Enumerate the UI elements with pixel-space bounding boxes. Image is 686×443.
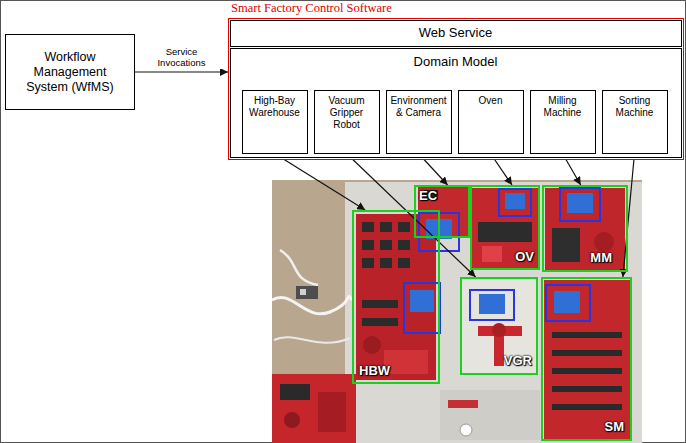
- connector-arrow: [275, 154, 366, 211]
- factory-photo: [384, 350, 428, 374]
- node-label: High-Bay Warehouse: [245, 95, 305, 119]
- factory-photo: [274, 337, 350, 343]
- component-box: Oven: [458, 90, 524, 154]
- region-label: OV: [515, 249, 534, 265]
- controller-outline: [546, 285, 590, 321]
- controller-outline: [404, 283, 440, 333]
- photo-region-box: OV: [470, 185, 540, 270]
- factory-photo: [552, 350, 622, 356]
- factory-photo: [398, 222, 410, 232]
- connector-arrow: [135, 71, 228, 72]
- factory-photo: [552, 368, 622, 374]
- factory-photo: [448, 400, 478, 408]
- factory-photo: [300, 289, 306, 295]
- factory-photo: [440, 390, 540, 440]
- controller-screen: [479, 294, 505, 314]
- service-layer-box: Web Service: [230, 20, 682, 47]
- node-label: Sorting Machine: [605, 95, 665, 119]
- factory-photo: [545, 188, 625, 270]
- factory-photo: [362, 258, 374, 268]
- controller-screen: [505, 193, 525, 209]
- factory-photo: [552, 386, 622, 392]
- component-box: Environment & Camera: [386, 90, 452, 154]
- region-label: EC: [419, 188, 437, 204]
- node-label: Workflow Management System (WfMS): [12, 50, 128, 95]
- factory-photo: [460, 424, 472, 436]
- factory-photo: [362, 222, 374, 232]
- region-label: MM: [590, 250, 612, 266]
- factory-photo: [272, 374, 356, 443]
- connector-arrow: [347, 154, 476, 278]
- system-box: Workflow Management System (WfMS): [5, 34, 135, 110]
- node-label: Domain Model: [414, 54, 498, 70]
- node-label: Vacuum Gripper Robot: [317, 95, 377, 131]
- factory-photo: [552, 332, 622, 410]
- photo-region-box: MM: [542, 185, 628, 272]
- factory-photo: [492, 323, 506, 337]
- controller-screen: [554, 291, 580, 313]
- region-label: HBW: [359, 363, 390, 379]
- factory-photo: [544, 280, 630, 441]
- component-box: High-Bay Warehouse: [242, 90, 308, 154]
- frame-title: Smart Factory Control Software: [231, 1, 392, 16]
- domain-model-box: Domain ModelHigh-Bay Warehouse Vacuum Gri…: [230, 48, 682, 158]
- factory-photo: [356, 214, 436, 380]
- factory-photo: [362, 318, 398, 326]
- photo-region-box: EC: [414, 185, 470, 238]
- factory-photo: [552, 228, 580, 262]
- factory-photo: [552, 404, 622, 410]
- factory-photo: [482, 246, 502, 262]
- factory-photo: [363, 336, 381, 354]
- factory-photo: [296, 286, 318, 299]
- factory-photo: [380, 222, 392, 232]
- factory-photo: [284, 412, 300, 428]
- region-label: VGR: [504, 353, 532, 369]
- controller-screen: [567, 193, 593, 213]
- controller-screen: [410, 290, 434, 312]
- factory-photo: [280, 250, 318, 285]
- factory-photo: [280, 384, 310, 400]
- factory-photo: [594, 232, 614, 252]
- factory-photo: [398, 258, 410, 268]
- node-label: Milling Machine: [533, 95, 593, 119]
- factory-photo: [362, 222, 410, 326]
- factory-photo: [362, 240, 374, 250]
- factory-photo: [472, 188, 538, 268]
- controller-outline: [560, 188, 600, 221]
- node-label: Environment & Camera: [389, 95, 449, 119]
- edge-label: Service Invocations: [141, 47, 223, 69]
- factory-photo: [272, 180, 642, 443]
- region-label: SM: [605, 419, 625, 435]
- factory-photo: [318, 392, 346, 432]
- photo-region-box: VGR: [460, 277, 538, 375]
- component-box: Vacuum Gripper Robot: [314, 90, 380, 154]
- component-box: Sorting Machine: [602, 90, 668, 154]
- factory-photo: [362, 300, 398, 308]
- factory-photo: [478, 222, 532, 242]
- controller-outline: [499, 189, 531, 216]
- connector-arrow: [623, 154, 635, 278]
- factory-photo: [462, 280, 536, 373]
- node-label: Web Service: [419, 25, 492, 41]
- factory-photo: [380, 258, 392, 268]
- photo-region-box: SM: [541, 277, 632, 441]
- factory-photo: [494, 336, 504, 366]
- software-frame: Smart Factory Control SoftwareWeb Servic…: [228, 18, 684, 160]
- controller-outline: [470, 290, 514, 320]
- factory-photo: [398, 240, 410, 250]
- factory-photo: [552, 332, 622, 338]
- factory-photo: [380, 240, 392, 250]
- node-label: Oven: [479, 95, 503, 107]
- factory-photo: [272, 180, 642, 443]
- component-box: Milling Machine: [530, 90, 596, 154]
- factory-photo: [345, 182, 642, 443]
